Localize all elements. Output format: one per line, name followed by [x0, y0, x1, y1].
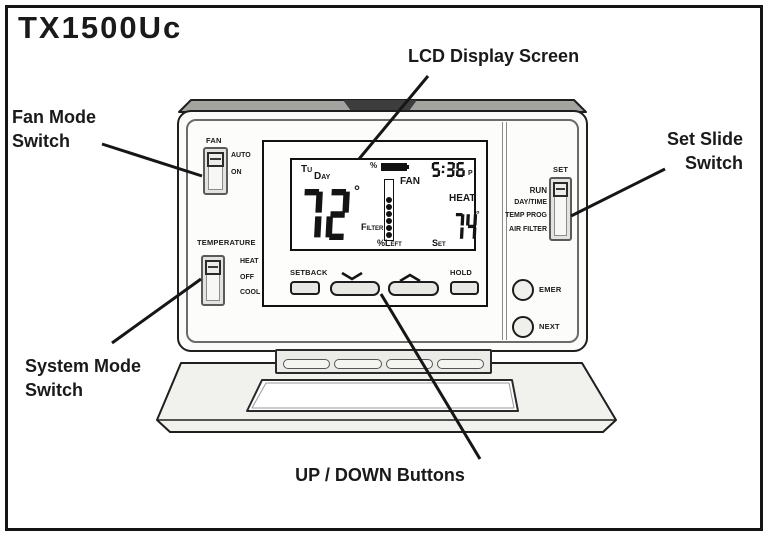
- callout-fan-mode: Fan Mode Switch: [12, 107, 96, 152]
- down-button[interactable]: [330, 281, 380, 296]
- face-seam-left: [502, 122, 503, 340]
- system-switch-knob[interactable]: [205, 260, 221, 275]
- gauge-dot: [386, 232, 392, 238]
- lcd-time-suffix: P: [468, 170, 473, 177]
- fan-switch-knob[interactable]: [207, 152, 224, 167]
- page-border: [5, 5, 763, 531]
- emer-button-label: EMER: [539, 285, 562, 294]
- display-module: Tu Day % P FAN ° HEAT Filter %Left Set: [262, 140, 488, 307]
- lcd-room-degree: °: [354, 183, 360, 200]
- lcd-mode: HEAT: [449, 193, 476, 204]
- fan-option-on: ON: [231, 169, 242, 176]
- lcd-fan-label: FAN: [400, 176, 420, 187]
- lcd-day-abbr: Tu: [301, 164, 313, 175]
- set-switch-label: SET: [553, 165, 569, 174]
- vent-slot: [437, 359, 484, 369]
- lcd-screen: Tu Day % P FAN ° HEAT Filter %Left Set: [290, 158, 480, 251]
- next-button[interactable]: [512, 316, 534, 338]
- set-option-daytime: DAY/TIME: [514, 199, 547, 206]
- lcd-set-degree: °: [476, 209, 480, 219]
- system-option-off: OFF: [240, 274, 254, 281]
- system-mode-switch[interactable]: [201, 255, 225, 306]
- setback-button-label: SETBACK: [290, 268, 328, 277]
- emer-button[interactable]: [512, 279, 534, 301]
- set-slide-switch[interactable]: [549, 177, 572, 241]
- callout-lcd-display: LCD Display Screen: [408, 46, 580, 66]
- vent-slot: [283, 359, 330, 369]
- setback-button[interactable]: [290, 281, 320, 295]
- lcd-percent-sign: %: [370, 161, 378, 170]
- gauge-dot: [386, 225, 392, 231]
- hold-button[interactable]: [450, 281, 479, 295]
- callout-set-slide: Set Slide Switch: [666, 129, 743, 174]
- gauge-dot: [386, 211, 392, 217]
- face-seam-right: [506, 122, 507, 340]
- base-window: [246, 379, 519, 412]
- gauge-dot: [386, 204, 392, 210]
- page-title: TX1500Uc: [18, 10, 183, 45]
- set-option-airfilter: AIR FILTER: [509, 226, 547, 233]
- gauge-dot: [386, 197, 392, 203]
- set-switch-knob[interactable]: [553, 182, 568, 197]
- down-chevron-icon: [341, 271, 363, 281]
- lcd-filter-left-label: %Left: [377, 238, 402, 248]
- next-button-label: NEXT: [539, 322, 560, 331]
- lcd-fan-bar-nub: [407, 165, 409, 169]
- gauge-dot: [386, 218, 392, 224]
- hold-button-label: HOLD: [450, 268, 473, 277]
- system-option-cool: COOL: [240, 289, 261, 296]
- fan-option-auto: AUTO: [231, 152, 251, 159]
- system-switch-label: TEMPERATURE: [197, 238, 256, 247]
- lcd-filter-label: Filter: [361, 222, 384, 232]
- lcd-time: [430, 162, 469, 177]
- lcd-room-temp: [299, 189, 357, 240]
- set-option-run: RUN: [529, 186, 547, 195]
- lcd-set-temp: [452, 213, 482, 240]
- lcd-set-label: Set: [432, 238, 446, 248]
- vent-strip: [275, 349, 492, 374]
- callout-system-mode: System Mode Switch: [25, 356, 142, 401]
- up-button[interactable]: [388, 281, 439, 296]
- fan-switch-label: FAN: [206, 136, 222, 145]
- lcd-day-word: Day: [314, 171, 331, 182]
- vent-slot: [386, 359, 433, 369]
- vent-slot: [334, 359, 382, 369]
- callout-up-down: UP / DOWN Buttons: [295, 465, 465, 485]
- up-chevron-icon: [399, 273, 421, 283]
- fan-mode-switch[interactable]: [203, 147, 228, 195]
- system-option-heat: HEAT: [240, 258, 259, 265]
- lcd-fan-bar: [381, 163, 407, 171]
- lcd-filter-gauge: [384, 179, 394, 241]
- set-option-tempprog: TEMP PROG: [505, 212, 547, 219]
